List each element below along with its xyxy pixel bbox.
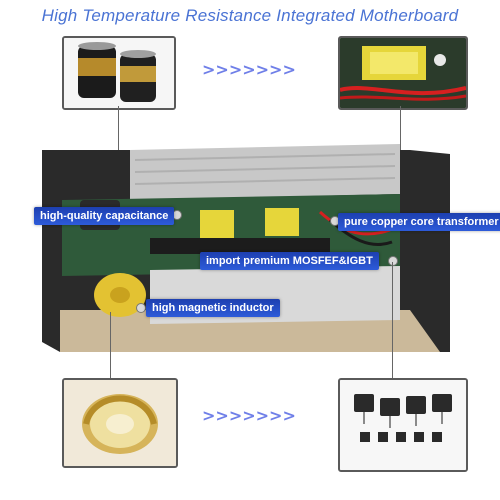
mosfet-marker <box>388 256 398 266</box>
arrow-top: >>>>>>> <box>202 60 296 79</box>
capacitor-inset <box>62 36 176 110</box>
leader-mosfet <box>392 262 393 382</box>
inverter-board-image <box>42 144 450 352</box>
transformer-inset <box>338 36 468 110</box>
inductor-label: high magnetic inductor <box>146 299 280 317</box>
leader-inductor <box>110 312 111 380</box>
capacitance-label: high-quality capacitance <box>34 207 175 225</box>
capacitor-image <box>64 38 174 108</box>
transformer-label: pure copper core transformer <box>338 213 500 231</box>
inductor-image <box>64 380 176 466</box>
mosfet-inset <box>338 378 468 472</box>
transformer-image <box>340 38 466 108</box>
mosfet-label: import premium MOSFEF&IGBT <box>200 252 379 270</box>
arrow-bottom: >>>>>>> <box>202 406 296 425</box>
page-title: High Temperature Resistance Integrated M… <box>41 6 459 25</box>
inductor-marker <box>136 303 146 313</box>
inductor-inset <box>62 378 178 468</box>
mosfet-image <box>340 380 466 470</box>
